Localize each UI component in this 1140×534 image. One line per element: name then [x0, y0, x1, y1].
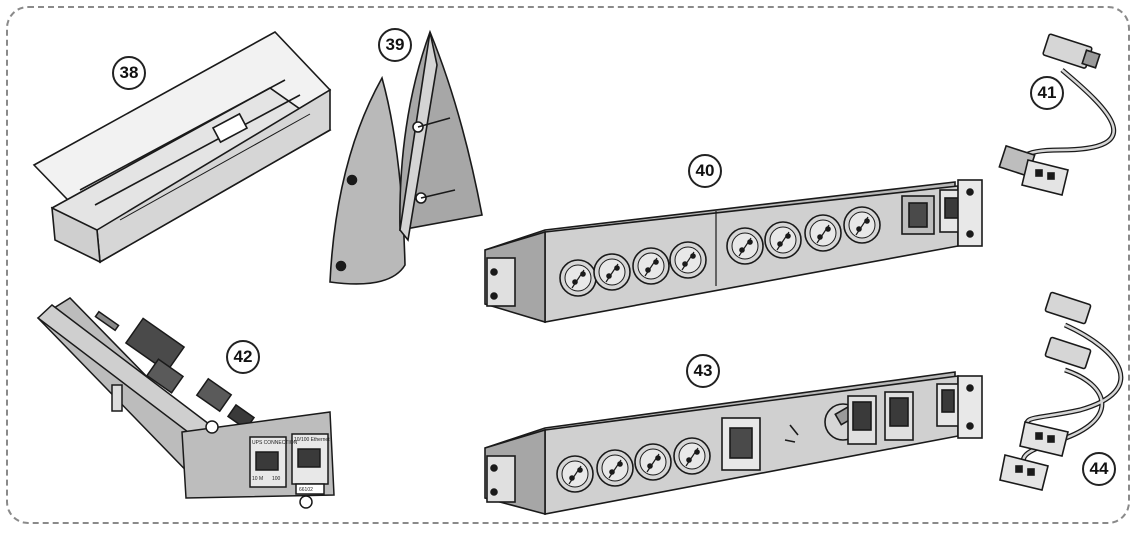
card-port-right-title: 10/100 Ethernet: [294, 437, 330, 443]
callout-38: 38: [112, 56, 146, 90]
rail-kit-box: [32, 31, 332, 264]
power-cable: [998, 33, 1116, 196]
dashed-frame: [6, 6, 1130, 524]
card-speed-right: 100: [272, 476, 281, 482]
pdu-unit: [484, 179, 983, 324]
card-speed-left: 10 M: [252, 476, 263, 482]
card-port-left-title: UPS CONNECTION: [252, 440, 298, 446]
dual-power-cable: [999, 291, 1124, 491]
callout-43: 43: [686, 354, 720, 388]
callout-42: 42: [226, 340, 260, 374]
card-serial: 66102: [299, 487, 313, 493]
pdu-switch-unit: [484, 371, 983, 516]
rack-feet: [329, 29, 483, 285]
network-card: [36, 297, 335, 509]
callout-40: 40: [688, 154, 722, 188]
callout-44: 44: [1082, 452, 1116, 486]
callout-41: 41: [1030, 76, 1064, 110]
callout-39: 39: [378, 28, 412, 62]
